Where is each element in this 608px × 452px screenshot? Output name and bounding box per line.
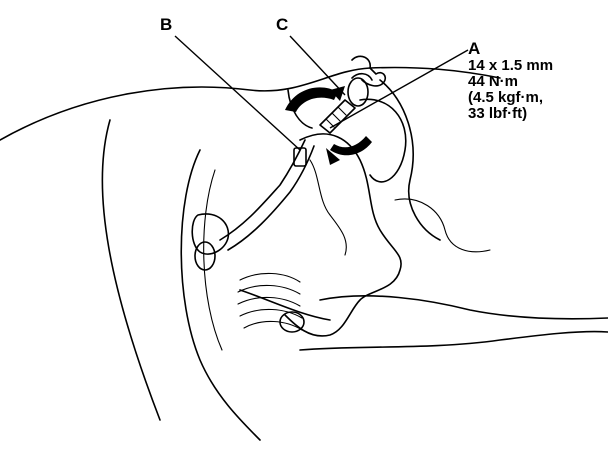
drive-shaft-boot: [237, 272, 303, 331]
spec-thread-size: 14 x 1.5 mm: [468, 57, 554, 74]
tire-inner: [203, 169, 223, 351]
leader-line-b: [174, 35, 301, 151]
wheel-well-arc: [0, 66, 501, 141]
strut-upper: [379, 79, 441, 241]
bushing-end: [194, 241, 216, 271]
spec-torque-kgfm: (4.5 kgf·m,: [468, 89, 544, 106]
spec-torque-lbfft: 33 lbf·ft): [468, 105, 528, 122]
fender-edge: [101, 119, 161, 421]
leader-line-c: [289, 35, 346, 96]
hub-flange: [359, 98, 407, 183]
spec-torque-nm: 44 N·m: [468, 73, 519, 90]
brake-caliper: [394, 198, 491, 253]
curved-rotation-arrow-icon: [285, 86, 372, 165]
drive-shaft-end: [279, 311, 305, 333]
label-a: A: [468, 39, 481, 58]
stabilizer-link-inner: [227, 145, 315, 251]
ball-joint-assembly: [319, 72, 373, 134]
stabilizer-link: [219, 139, 306, 241]
leader-line-a: [329, 49, 469, 129]
subframe-lower: [299, 330, 608, 351]
label-c: C: [276, 15, 289, 34]
wrench-icon: [287, 55, 387, 129]
stabilizer-bushing: [191, 213, 230, 255]
lower-arm: [239, 289, 331, 321]
tire-outline: [180, 149, 261, 441]
knuckle-body: [284, 133, 402, 337]
subframe: [319, 295, 608, 320]
stabilizer-link-clip: [293, 147, 307, 167]
label-b: B: [160, 15, 173, 34]
knuckle-detail: [309, 159, 347, 256]
